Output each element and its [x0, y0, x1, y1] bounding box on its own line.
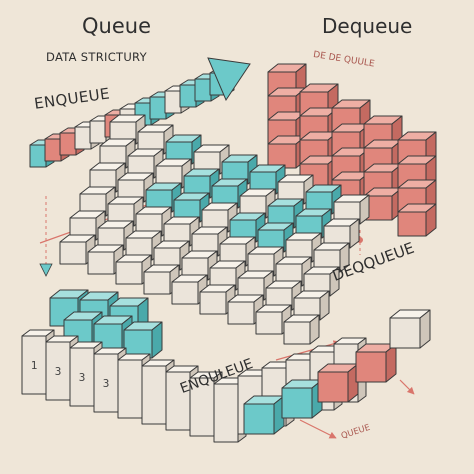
dequeue-sequence-block	[389, 309, 431, 349]
dequeue-sequence-block	[317, 363, 359, 403]
dequeue-tower-block	[363, 187, 403, 221]
flow-arrow	[399, 379, 415, 395]
queue-blocks: 1 3 3 3	[21, 57, 437, 443]
dequeue-title: Dequeue	[322, 14, 413, 38]
block-digit: 3	[79, 371, 86, 384]
platform-block	[283, 314, 320, 345]
queue-title: Queue	[82, 14, 151, 38]
dequeue-sequence-block	[281, 379, 323, 419]
dequeue-tower-block	[397, 203, 437, 237]
front-teal-block	[123, 321, 163, 359]
block-digit: 1	[31, 359, 38, 372]
block-digit: 3	[103, 377, 110, 390]
dequeue-sequence-block	[243, 395, 285, 435]
dequeue-tower-block	[363, 115, 403, 149]
flow-arrow	[299, 419, 337, 439]
queue-subtitle: DATA STRICTURY	[46, 50, 147, 64]
block-digit: 3	[55, 365, 62, 378]
flow-arrow	[275, 340, 341, 361]
down-arrow-icon	[39, 263, 53, 277]
enqueue-arrowhead	[207, 57, 251, 102]
dequeue-sequence-block	[355, 343, 397, 383]
